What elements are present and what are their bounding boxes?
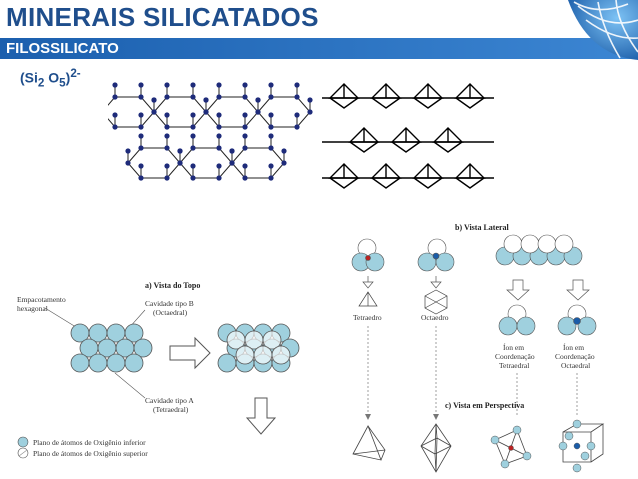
side-and-perspective-view-diagram: b) Vista Lateral Tetraedro Octaedro Íon … (351, 223, 605, 473)
page-title: MINERAIS SILICATADOS (6, 2, 319, 32)
packing-label-2: hexagonal (17, 304, 48, 313)
cavity-b-label-2: (Octaedral) (153, 308, 188, 317)
cavity-a-label: Cavidade tipo A (145, 396, 194, 405)
globe-logo-icon (568, 0, 638, 60)
legend-lower-label: Plano de átomos de Oxigênio inferior (33, 438, 146, 447)
ion-octa-3: Octaedral (561, 361, 590, 370)
formula: (Si2 O5)2- (20, 67, 81, 90)
ion-tetra-2: Coordenação (495, 352, 535, 361)
cavity-b-label: Cavidade tipo B (145, 299, 194, 308)
cavity-a-label-2: (Tetraedral) (153, 405, 189, 414)
octa-label: Octaedro (421, 313, 449, 322)
side-view-title: b) Vista Lateral (455, 223, 510, 232)
tetrahedra-sheet-diagram (322, 83, 494, 189)
packing-label: Empacotamento (17, 295, 66, 304)
perspective-title: c) Vista em Perspectiva (445, 401, 524, 410)
silicate-sheet-ball-model (108, 82, 313, 181)
legend-upper-label: Plano de átomos de Oxigênio superior (33, 449, 148, 458)
ion-tetra-1: Íon em (503, 342, 524, 352)
ion-octa-2: Coordenação (555, 352, 595, 361)
ion-octa-1: Íon em (563, 342, 584, 352)
top-view-packing-diagram: a) Vista do Topo Empacotamento hexagonal… (17, 281, 300, 459)
subtitle-bar (0, 38, 638, 59)
tetra-label: Tetraedro (353, 313, 382, 322)
top-view-title: a) Vista do Topo (145, 281, 200, 290)
page-subtitle: FILOSSILICATO (6, 40, 119, 57)
ion-tetra-3: Tetraedral (499, 361, 529, 370)
